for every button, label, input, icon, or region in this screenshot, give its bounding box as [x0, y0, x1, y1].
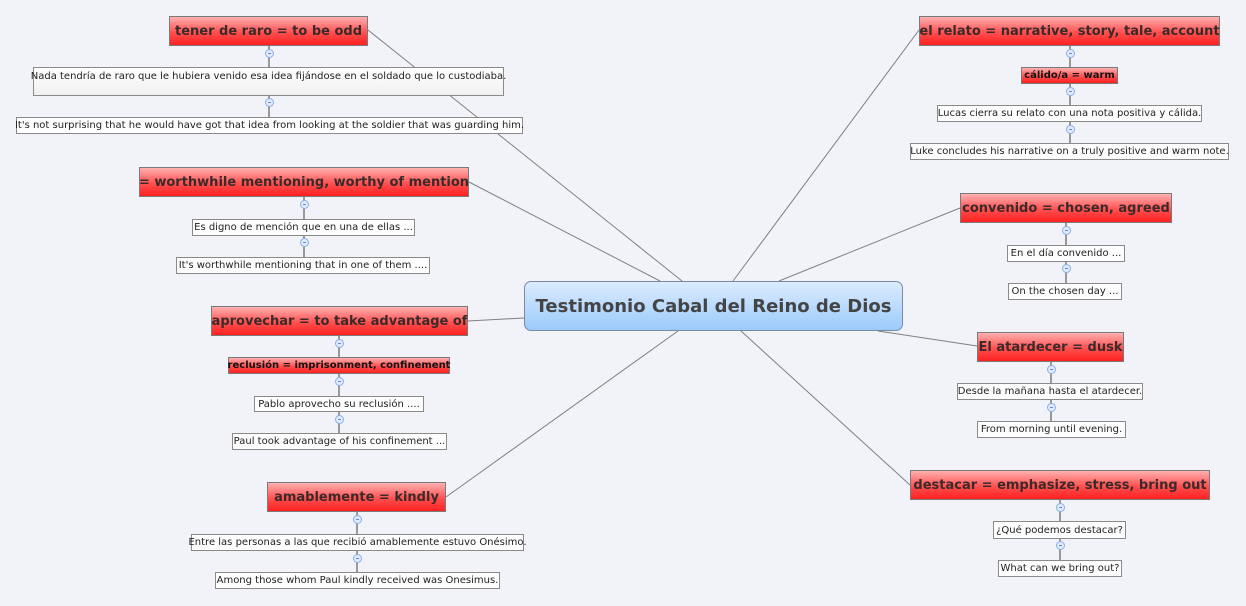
collapse-icon[interactable]	[335, 415, 344, 424]
example-english[interactable]: Paul took advantage of his confinement .…	[232, 433, 447, 450]
link-atardecer	[877, 330, 978, 347]
link-relato	[732, 29, 920, 282]
example-english[interactable]: Luke concludes his narrative on a truly …	[910, 143, 1229, 160]
collapse-icon[interactable]	[1066, 125, 1075, 134]
link-convenido	[778, 207, 961, 282]
topic-aprovechar[interactable]: aprovechar = to take advantage of	[211, 306, 468, 336]
example-english[interactable]: Among those whom Paul kindly received wa…	[215, 572, 500, 589]
collapse-icon[interactable]	[353, 554, 362, 563]
example-spanish[interactable]: Es digno de mención que en una de ellas …	[192, 219, 415, 236]
central-topic[interactable]: Testimonio Cabal del Reino de Dios	[524, 281, 903, 331]
collapse-icon[interactable]	[1066, 87, 1075, 96]
example-spanish[interactable]: Lucas cierra su relato con una nota posi…	[937, 105, 1202, 122]
example-spanish[interactable]: Entre las personas a las que recibió ama…	[188, 534, 527, 551]
example-english[interactable]: From morning until evening.	[977, 421, 1126, 438]
example-spanish[interactable]: ¿Qué podemos destacar?	[993, 521, 1126, 539]
topic-convenido[interactable]: convenido = chosen, agreed	[960, 193, 1172, 223]
collapse-icon[interactable]	[335, 377, 344, 386]
collapse-icon[interactable]	[265, 49, 274, 58]
topic-destacar[interactable]: destacar = emphasize, stress, bring out	[910, 470, 1210, 500]
subtopic-reclusion[interactable]: reclusión = imprisonment, confinement	[228, 357, 450, 374]
subtopic-calido[interactable]: cálido/a = warm	[1021, 67, 1118, 84]
collapse-icon[interactable]	[353, 515, 362, 524]
link-worthwhile	[468, 181, 661, 282]
collapse-icon[interactable]	[300, 238, 309, 247]
topic-atardecer[interactable]: El atardecer = dusk	[977, 332, 1124, 362]
example-spanish[interactable]: En el día convenido ...	[1007, 245, 1125, 262]
link-destacar	[740, 330, 911, 486]
link-aprovechar	[467, 317, 525, 322]
example-spanish[interactable]: Nada tendría de raro que le hubiera veni…	[31, 67, 506, 96]
collapse-icon[interactable]	[1062, 226, 1071, 235]
collapse-icon[interactable]	[1047, 403, 1056, 412]
collapse-icon[interactable]	[1056, 541, 1065, 550]
collapse-icon[interactable]	[300, 200, 309, 209]
example-english[interactable]: It's worthwhile mentioning that in one o…	[176, 257, 430, 274]
example-spanish[interactable]: Desde la mañana hasta el atardecer.	[957, 383, 1143, 400]
topic-worthwhile-mentioning[interactable]: = worthwhile mentioning, worthy of menti…	[139, 167, 469, 197]
example-english[interactable]: What can we bring out?	[998, 560, 1122, 577]
collapse-icon[interactable]	[1047, 365, 1056, 374]
example-english[interactable]: On the chosen day ...	[1008, 283, 1122, 300]
collapse-icon[interactable]	[1066, 49, 1075, 58]
example-spanish[interactable]: Pablo aprovecho su reclusión ....	[254, 396, 424, 412]
example-english[interactable]: It's not surprising that he would have g…	[15, 117, 524, 134]
collapse-icon[interactable]	[335, 339, 344, 348]
topic-tener-de-raro[interactable]: tener de raro = to be odd	[169, 16, 368, 46]
topic-amablemente[interactable]: amablemente = kindly	[267, 482, 446, 512]
collapse-icon[interactable]	[265, 98, 274, 107]
collapse-icon[interactable]	[1056, 503, 1065, 512]
topic-el-relato[interactable]: el relato = narrative, story, tale, acco…	[919, 16, 1220, 46]
collapse-icon[interactable]	[1062, 264, 1071, 273]
link-amablemente	[445, 330, 679, 498]
